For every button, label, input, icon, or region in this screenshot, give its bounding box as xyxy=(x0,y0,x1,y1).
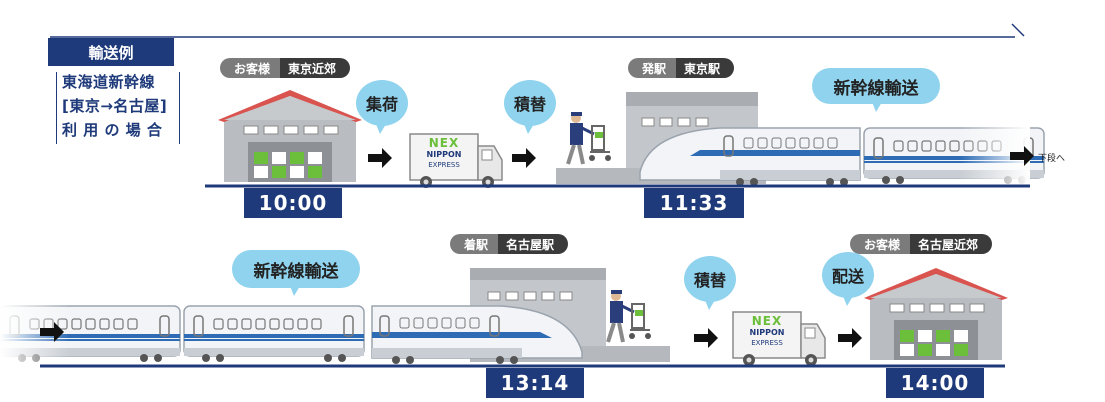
truck-logo-1: NEX NIPPON EXPRESS xyxy=(414,138,474,171)
truck-logo-mark: NEX xyxy=(737,316,797,327)
header-rule-tick xyxy=(1012,24,1024,36)
truck-logo-line1: NIPPON xyxy=(737,327,797,338)
customer-tag-label: お客様 xyxy=(220,58,280,78)
arrow-3 xyxy=(694,328,718,348)
arrow-2 xyxy=(512,148,536,168)
warehouse-nagoya xyxy=(864,268,1008,360)
shinkansen-row2 xyxy=(0,300,582,366)
station-tag-value: 東京駅 xyxy=(676,58,734,78)
arrow-1 xyxy=(368,148,392,168)
customer-tag-tokyo: お客様 東京近郊 xyxy=(220,58,350,78)
station-tag-arrival: 着駅 名古屋駅 xyxy=(450,234,568,254)
truck-logo-line2: EXPRESS xyxy=(737,338,797,349)
truck-logo-line1: NIPPON xyxy=(414,149,474,160)
truck-logo-line2: EXPRESS xyxy=(414,160,474,171)
station-tag-label: 発駅 xyxy=(628,58,676,78)
worker-2 xyxy=(608,290,651,342)
time-departure: 11:33 xyxy=(644,188,744,218)
customer-tag-nagoya: お客様 名古屋近郊 xyxy=(850,234,992,254)
pickup-bubble: 集荷 xyxy=(356,80,408,126)
shinkansen-row1 xyxy=(640,120,1044,190)
next-row-label: 下段へ xyxy=(1038,151,1065,164)
arrow-4 xyxy=(838,328,862,348)
station-tag-departure: 発駅 東京駅 xyxy=(628,58,734,78)
case-bracket xyxy=(56,72,180,144)
delivery-bubble: 配送 xyxy=(822,252,874,298)
truck-logo-mark: NEX xyxy=(414,138,474,149)
transfer-bubble-2: 積替 xyxy=(684,256,736,302)
station-tag-label: 着駅 xyxy=(450,234,498,254)
time-delivery: 14:00 xyxy=(886,368,984,398)
customer-tag-label: お客様 xyxy=(850,234,910,254)
shinkansen-transport-bubble-1: 新幹線輸送 xyxy=(812,68,940,104)
example-title: 輸送例 xyxy=(48,38,174,66)
shinkansen-transport-bubble-2: 新幹線輸送 xyxy=(232,250,360,288)
station-tag-value: 名古屋駅 xyxy=(498,234,568,254)
customer-tag-value: 東京近郊 xyxy=(280,58,350,78)
worker-1 xyxy=(568,112,611,164)
warehouse-tokyo xyxy=(218,90,362,182)
time-pickup: 10:00 xyxy=(244,188,342,218)
time-arrival: 13:14 xyxy=(486,368,584,398)
transfer-bubble-1: 積替 xyxy=(504,80,556,126)
customer-tag-value: 名古屋近郊 xyxy=(910,234,992,254)
truck-logo-2: NEX NIPPON EXPRESS xyxy=(737,316,797,349)
